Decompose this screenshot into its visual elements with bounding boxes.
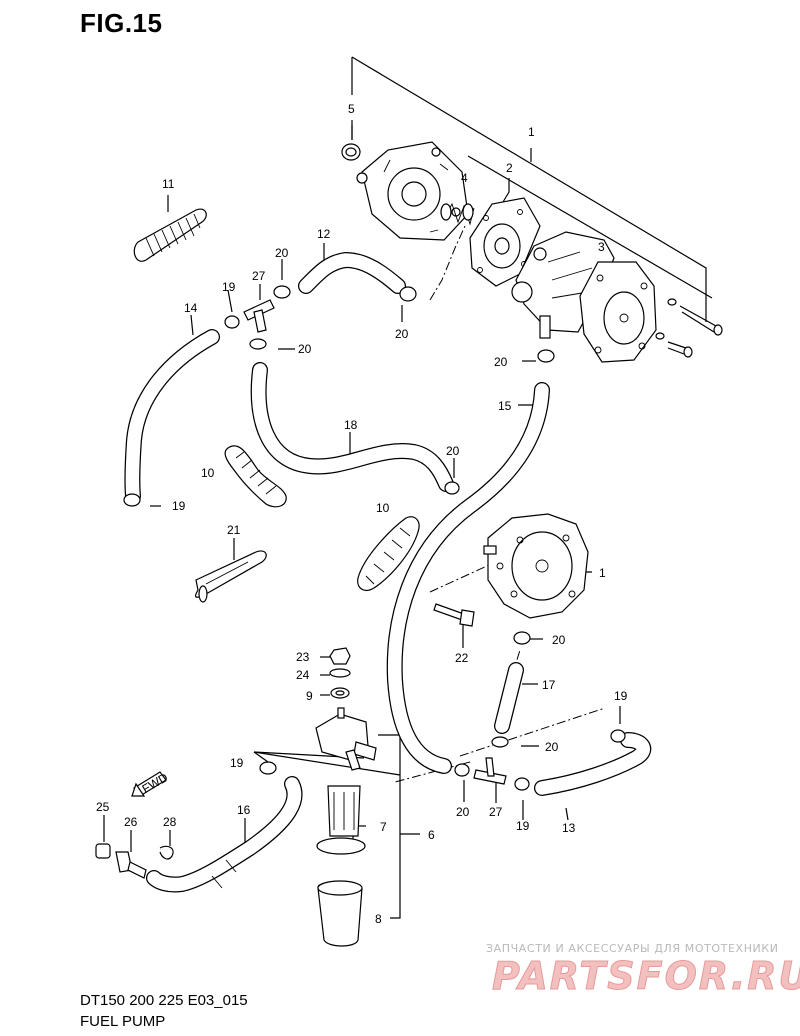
callout-20-f: 20 — [552, 633, 566, 647]
callout-27-lower: 27 — [489, 805, 503, 819]
joint-upper — [243, 299, 275, 333]
filter-element — [316, 785, 366, 855]
pump-cover — [356, 141, 469, 241]
watermark-logo: PARTSFOR.RU — [491, 954, 800, 999]
callout-22: 22 — [455, 651, 469, 665]
pump-diaphragm — [469, 197, 541, 287]
fwd-label: FWD — [140, 770, 171, 796]
callout-20-g: 20 — [545, 740, 559, 754]
pump-o-ring — [341, 143, 361, 161]
callout-20-b: 20 — [298, 342, 312, 356]
callout-8: 8 — [375, 912, 382, 926]
callout-10-upper: 10 — [201, 466, 215, 480]
callout-4: 4 — [461, 171, 468, 185]
watermark-tagline: ЗАПЧАСТИ И АКСЕССУАРЫ ДЛЯ МОТОТЕХНИКИ — [486, 942, 779, 955]
hose-protector-lower — [357, 516, 420, 591]
callout-20-e: 20 — [446, 444, 460, 458]
figure-code: DT150 200 225 E03_015 — [80, 992, 248, 1009]
callout-23: 23 — [296, 650, 310, 664]
callout-19-d: 19 — [230, 756, 244, 770]
callout-9: 9 — [306, 689, 313, 703]
callout-12: 12 — [317, 227, 331, 241]
callout-26: 26 — [124, 815, 138, 829]
joint-lower — [473, 757, 507, 785]
callout-20-d: 20 — [494, 355, 508, 369]
filter-head — [315, 707, 377, 771]
callout-10-lower: 10 — [376, 501, 390, 515]
callout-25: 25 — [96, 800, 110, 814]
leader-lines — [103, 56, 713, 919]
callout-11: 11 — [162, 177, 175, 191]
hose-clips — [123, 285, 626, 791]
filter-nut-washer-grommet — [329, 647, 351, 699]
forward-direction-arrow: FWD — [131, 770, 171, 797]
callout-19-c: 19 — [614, 689, 628, 703]
callout-19-e: 19 — [516, 819, 530, 833]
figure-name: FUEL PUMP — [80, 1013, 166, 1030]
pump-back-cover — [579, 261, 657, 363]
pump-spring — [440, 202, 475, 226]
callout-20-a: 20 — [275, 246, 289, 260]
callout-24: 24 — [296, 668, 310, 682]
callout-3: 3 — [598, 240, 605, 254]
callout-28: 28 — [163, 815, 177, 829]
callout-21: 21 — [227, 523, 241, 537]
callout-numbers: 1 1 2 3 4 5 6 7 8 9 10 10 11 12 13 14 15… — [96, 102, 628, 926]
callout-2: 2 — [506, 161, 513, 175]
filter-cup — [317, 880, 363, 947]
callout-17: 17 — [542, 678, 556, 692]
callout-13: 13 — [562, 821, 576, 835]
callout-16: 16 — [237, 803, 251, 817]
callout-1-lower: 1 — [599, 566, 606, 580]
callout-14: 14 — [184, 301, 198, 315]
pump-screws — [655, 298, 723, 358]
spring-protector — [133, 208, 207, 262]
figure-title: FIG.15 — [80, 8, 163, 38]
fuel-hoses — [124, 251, 652, 893]
pump-assembly — [483, 513, 589, 619]
callout-1-upper: 1 — [528, 125, 535, 139]
hose-protector-upper — [224, 445, 287, 508]
callout-5: 5 — [348, 102, 355, 116]
fuel-hose-clip-bracket — [195, 550, 267, 603]
callout-20-c: 20 — [395, 327, 409, 341]
callout-15: 15 — [498, 399, 512, 413]
callout-19-a: 19 — [222, 280, 236, 294]
hose-end-fittings — [95, 843, 174, 879]
callout-27-upper: 27 — [252, 269, 266, 283]
callout-18: 18 — [344, 418, 358, 432]
callout-6: 6 — [428, 828, 435, 842]
callout-7: 7 — [380, 820, 387, 834]
mounting-bolt — [433, 603, 475, 627]
callout-19-b: 19 — [172, 499, 186, 513]
callout-20-h: 20 — [456, 805, 470, 819]
